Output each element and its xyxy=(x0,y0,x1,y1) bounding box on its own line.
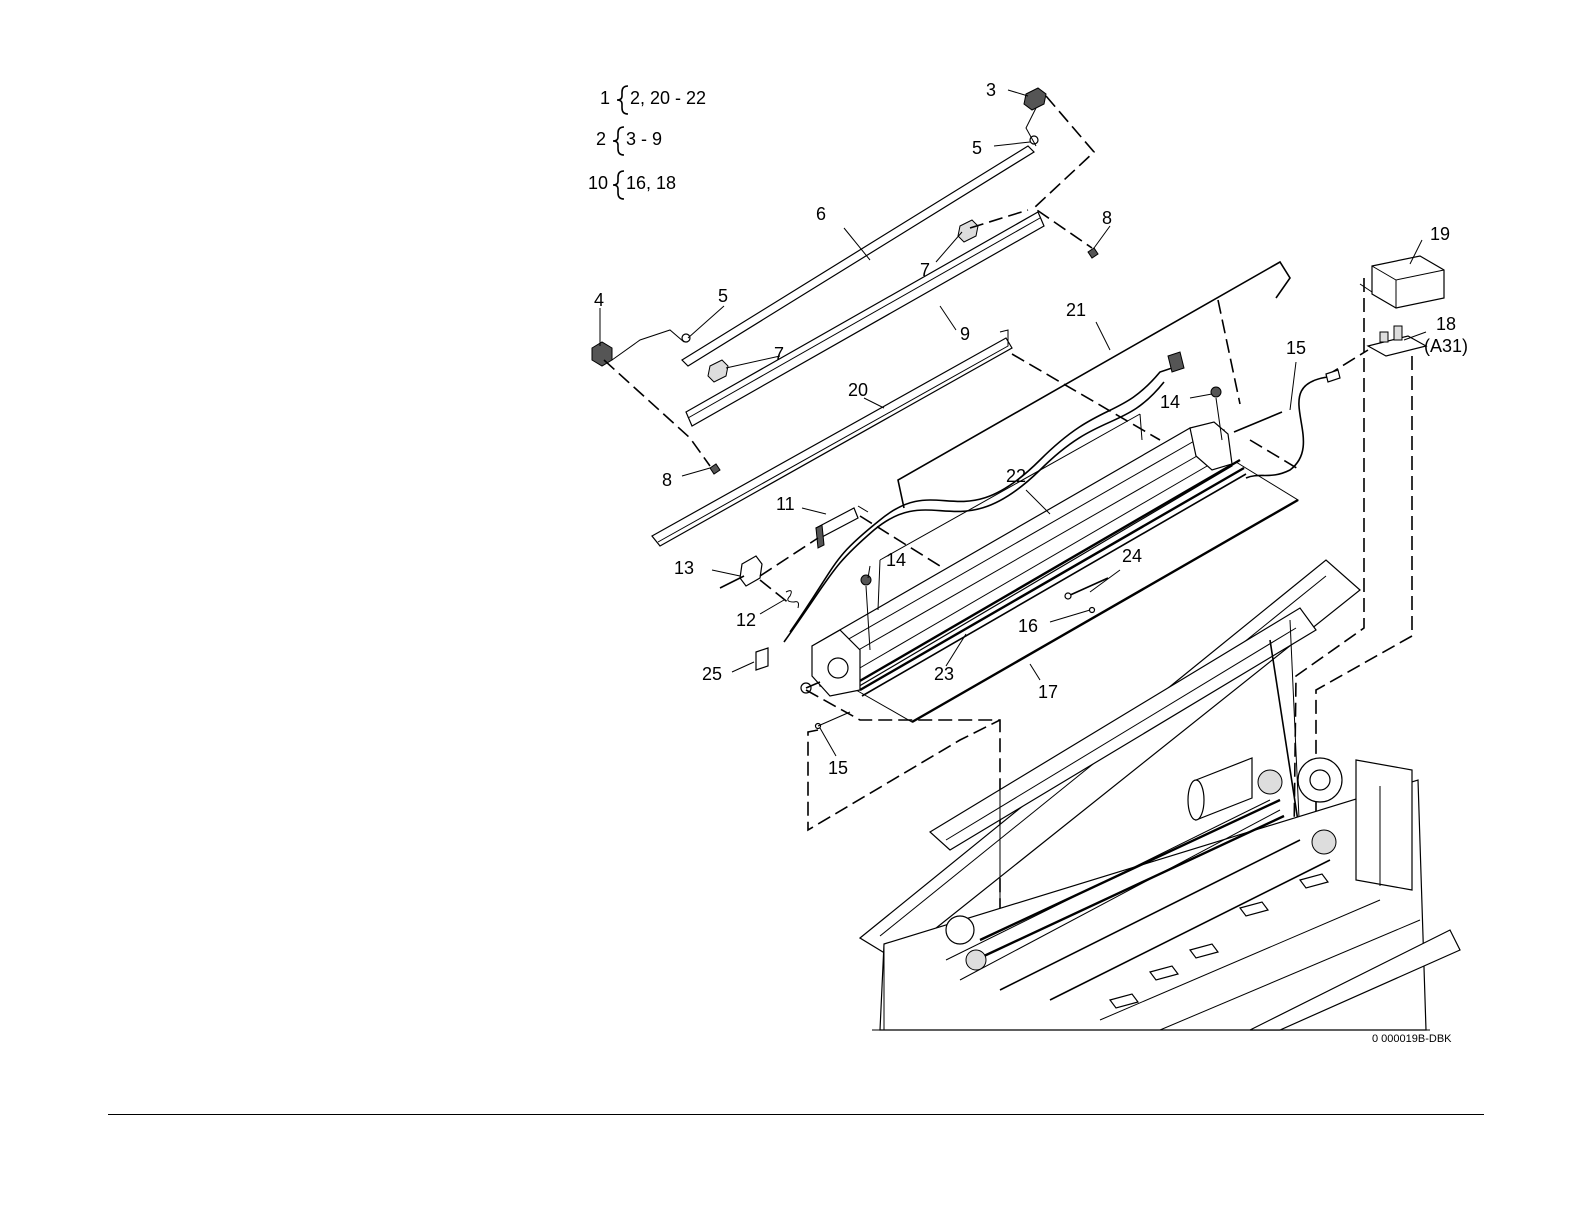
callout-7-lower: 7 xyxy=(774,344,784,364)
callout-15-lower: 15 xyxy=(828,758,848,778)
nut-14-lower xyxy=(861,575,871,585)
callout-18-ref: (A31) xyxy=(1424,336,1468,356)
callout-8-upper: 8 xyxy=(1102,208,1112,228)
callout-21: 21 xyxy=(1066,300,1086,320)
clip-7-upper xyxy=(958,220,978,242)
callout-14-lower: 14 xyxy=(886,550,906,570)
group-10-brace xyxy=(613,171,624,199)
callout-15-upper: 15 xyxy=(1286,338,1306,358)
callout-9: 9 xyxy=(960,324,970,344)
cover-19 xyxy=(1372,256,1444,308)
callout-11: 11 xyxy=(776,494,795,514)
connector-25 xyxy=(756,648,768,670)
callout-23: 23 xyxy=(934,664,954,684)
callout-5-lower: 5 xyxy=(718,286,728,306)
screw-8-lower xyxy=(710,464,720,474)
roller-23 xyxy=(858,460,1240,682)
pin-16 xyxy=(1090,608,1095,613)
group-1-children: 2, 20 - 22 xyxy=(630,88,706,108)
callout-7-upper: 7 xyxy=(920,260,930,280)
callout-4: 4 xyxy=(594,290,604,310)
group-2-children: 3 - 9 xyxy=(626,129,662,149)
callout-6: 6 xyxy=(816,204,826,224)
screw-8-upper xyxy=(1088,248,1098,258)
callout-12: 12 xyxy=(736,610,756,630)
callout-13: 13 xyxy=(674,558,694,578)
callout-5-upper: 5 xyxy=(972,138,982,158)
group-10-children: 16, 18 xyxy=(626,173,676,193)
callout-17: 17 xyxy=(1038,682,1058,702)
nut-14-upper xyxy=(1211,387,1221,397)
shaft-24 xyxy=(1068,578,1108,596)
footer-divider xyxy=(108,1114,1484,1115)
spring-12 xyxy=(786,591,799,608)
group-10-parent: 10 xyxy=(588,173,608,193)
callout-14-upper: 14 xyxy=(1160,392,1180,412)
bracket-3 xyxy=(1024,88,1046,110)
callout-8-lower: 8 xyxy=(662,470,672,490)
callout-20: 20 xyxy=(848,380,868,400)
callout-24: 24 xyxy=(1122,546,1142,566)
group-1-brace xyxy=(617,86,628,114)
bracket-4 xyxy=(592,342,612,366)
clip-7-lower xyxy=(708,360,728,382)
cable-21 xyxy=(898,262,1290,508)
callout-labels: 3 5 6 7 8 4 5 7 9 20 21 8 19 18 (A31) 15… xyxy=(594,80,1468,778)
upper-rail-assembly xyxy=(592,88,1098,474)
callout-22: 22 xyxy=(1006,466,1026,486)
bracket-13 xyxy=(740,556,762,586)
group-2-parent: 2 xyxy=(596,129,606,149)
callout-19: 19 xyxy=(1430,224,1450,244)
group-2-brace xyxy=(613,127,624,155)
callout-25: 25 xyxy=(702,664,722,684)
figure-code: 0 000019B-DBK xyxy=(1372,1033,1452,1045)
callout-3: 3 xyxy=(986,80,996,100)
group-legend: 1 2, 20 - 22 2 3 - 9 10 16, 18 xyxy=(588,86,706,199)
group-1-parent: 1 xyxy=(600,88,610,108)
callout-16: 16 xyxy=(1018,616,1038,636)
pin-15-upper xyxy=(1234,412,1282,432)
callout-18: 18 xyxy=(1436,314,1456,334)
